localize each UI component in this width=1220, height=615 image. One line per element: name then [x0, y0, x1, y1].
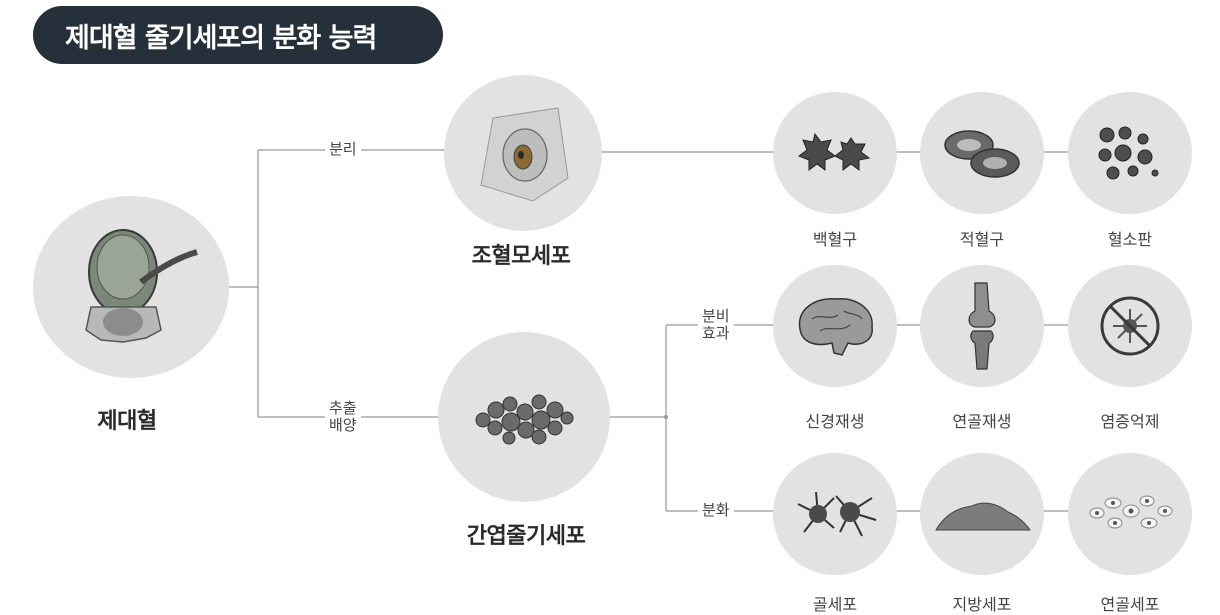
brain-icon: [798, 298, 873, 356]
edge-label-extract: 추출: [329, 399, 357, 417]
node-hsc-circle: [444, 75, 602, 231]
node-osteocyte-circle: [773, 453, 897, 575]
edge-label-culture: 배양: [329, 416, 357, 434]
cell-cluster-icon: [475, 394, 574, 445]
node-label-inflammation: 염증억제: [1100, 412, 1160, 431]
node-label-hsc: 조혈모세포: [471, 244, 571, 269]
node-label-wbc: 백혈구: [812, 230, 858, 249]
node-nerve-circle: [773, 265, 897, 387]
node-platelet-circle: [1068, 92, 1192, 214]
stem-cell-icon: [480, 107, 569, 202]
edge-label-effect: 효과: [702, 324, 730, 342]
adipose-tissue-icon: [935, 502, 1031, 531]
edge-label-differentiation: 분화: [698, 502, 734, 519]
node-label-chondrocyte: 연골세포: [1100, 595, 1160, 614]
node-label-nerve: 신경재생: [805, 412, 865, 431]
no-inflammation-icon: [1100, 296, 1160, 356]
edge-label-extract-culture: 추출 배양: [325, 400, 361, 434]
node-chondrocyte-circle: [1068, 453, 1192, 575]
node-label-platelet: 혈소판: [1107, 230, 1153, 249]
edge-label-secretion: 분비: [702, 307, 730, 325]
node-msc-circle: [438, 332, 610, 502]
page-title: 제대혈 줄기세포의 분화 능력: [65, 22, 377, 54]
knee-joint-icon: [968, 282, 996, 370]
node-label-adipocyte: 지방세포: [952, 595, 1012, 614]
node-label-cord-blood: 제대혈: [97, 409, 157, 434]
edge-label-secretion-effect: 분비 효과: [698, 308, 734, 342]
node-label-rbc: 적혈구: [959, 230, 1005, 249]
node-cartilage-regen-circle: [920, 265, 1044, 387]
red-blood-cell-icon: [944, 130, 1020, 178]
osteocyte-icon: [797, 491, 877, 537]
node-inflammation-circle: [1068, 265, 1192, 387]
platelet-icon: [1098, 126, 1159, 180]
node-label-osteocyte: 골세포: [812, 595, 858, 614]
title-banner: 제대혈 줄기세포의 분화 능력: [33, 6, 443, 64]
white-blood-cell-icon: [797, 132, 871, 171]
node-label-msc: 간엽줄기세포: [466, 524, 586, 549]
node-wbc-circle: [773, 92, 897, 214]
node-label-cartilage-regen: 연골재생: [952, 412, 1012, 431]
edge-label-separation: 분리: [325, 141, 361, 158]
chondrocyte-icon: [1089, 495, 1173, 529]
placenta-illustration-icon: [85, 229, 198, 343]
node-cord-blood-circle: [33, 196, 229, 378]
node-adipocyte-circle: [920, 453, 1044, 575]
junction-dot: [664, 415, 668, 419]
node-rbc-circle: [920, 92, 1044, 214]
